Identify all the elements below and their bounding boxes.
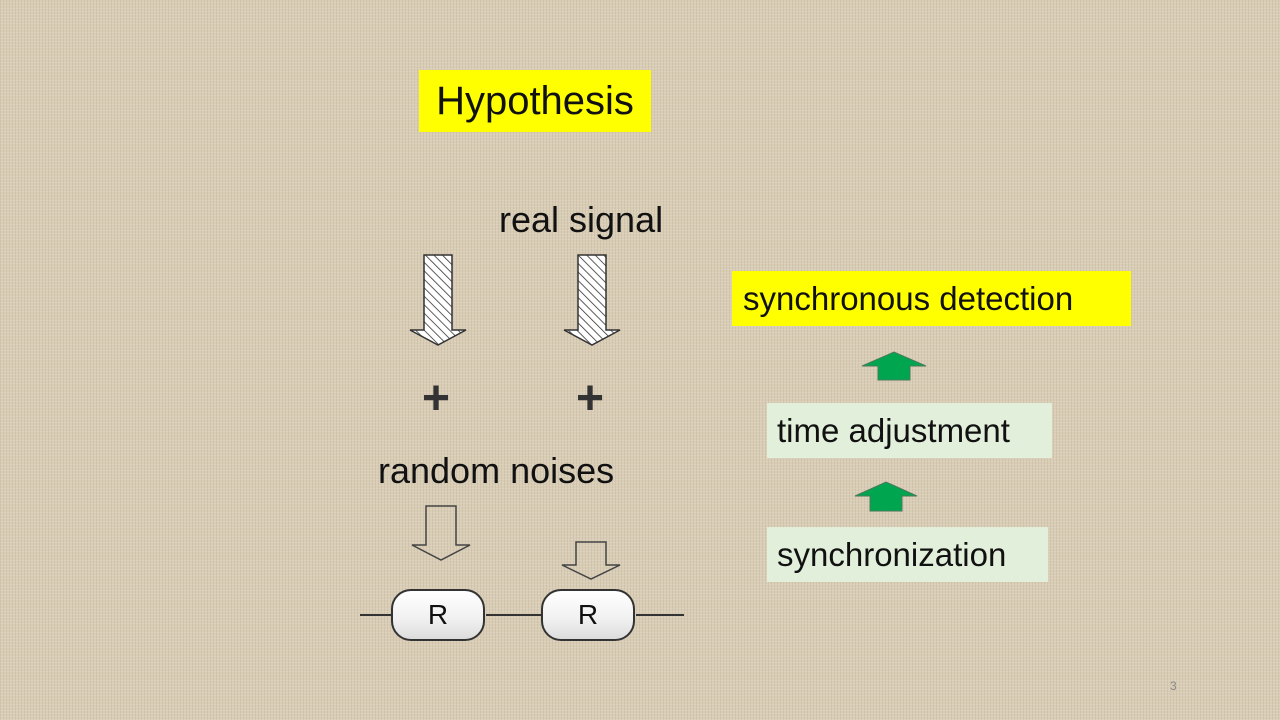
step-time-adjustment: time adjustment xyxy=(767,403,1052,458)
receiver-node-right: R xyxy=(541,589,635,641)
green-up-arrow-top xyxy=(861,351,927,381)
step-label-time-adjustment: time adjustment xyxy=(777,412,1010,449)
step-label-synchronization: synchronization xyxy=(777,536,1007,573)
green-up-arrow-bottom xyxy=(854,481,918,512)
noise-arrow-left xyxy=(411,505,471,561)
page-number: 3 xyxy=(1170,679,1177,693)
step-label-synchronous-detection: synchronous detection xyxy=(743,280,1074,317)
receiver-label-right: R xyxy=(577,599,599,630)
real-signal-label: real signal xyxy=(499,199,664,240)
signal-arrow-left xyxy=(409,254,467,346)
receiver-label-left: R xyxy=(427,599,449,630)
random-noises-label: random noises xyxy=(378,450,615,491)
step-synchronization: synchronization xyxy=(767,527,1048,582)
title-box: Hypothesis xyxy=(419,70,651,132)
plus-sign-right: + xyxy=(576,372,605,425)
signal-arrow-right xyxy=(563,254,621,346)
step-synchronous-detection: synchronous detection xyxy=(732,271,1131,326)
title-text: Hypothesis xyxy=(436,79,634,123)
plus-sign-left: + xyxy=(422,372,451,425)
receiver-node-left: R xyxy=(391,589,485,641)
noise-arrow-right xyxy=(561,541,621,580)
